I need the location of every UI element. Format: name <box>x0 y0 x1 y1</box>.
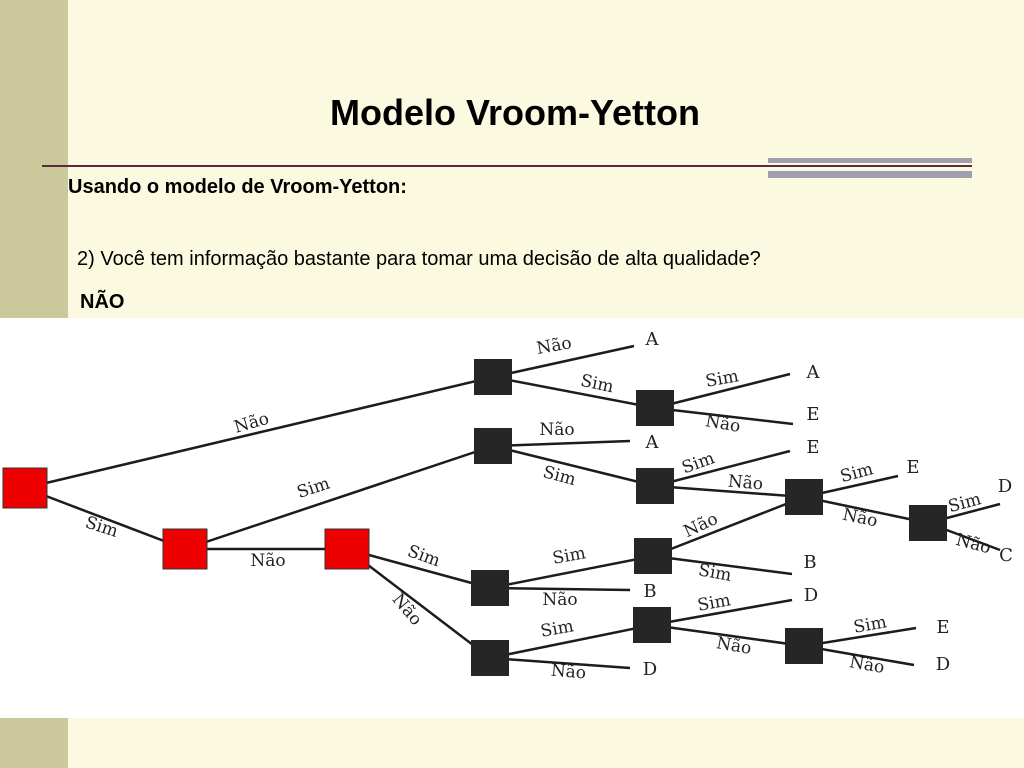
tree-node-n_right <box>909 505 947 541</box>
tree-edge-n_mid_sim_nao-n_right <box>803 495 929 525</box>
answer-text: NÃO <box>80 291 125 313</box>
tree-edge-n_mid_sim-leaf_mid_sim_e <box>654 449 791 488</box>
edge-label-n_right-leaf_d1: Sim <box>946 489 983 517</box>
tree-node-n_b_nao_sim_nao <box>785 628 823 664</box>
slide-title: Modelo Vroom-Yetton <box>329 92 700 133</box>
tree-node-n_top_sim <box>636 390 674 426</box>
leaf-outcome-leaf_mid_sim_e: E <box>806 437 819 458</box>
leaf-outcome-leaf_e3: E <box>906 457 919 478</box>
leaf-outcome-leaf_d2: D <box>804 585 818 606</box>
tree-node-n_sim1 <box>162 528 208 570</box>
tree-edge-n_nao2-n_b_sim <box>346 547 491 590</box>
edge-label-n_right-leaf_c: Não <box>954 530 993 558</box>
edge-label-n_b_nao-n_b_nao_sim: Sim <box>539 616 575 641</box>
leaf-outcome-leaf_d1: D <box>998 476 1012 497</box>
tree-edge-n_top-leaf_top_a <box>492 344 635 379</box>
tree-edge-n_top-n_top_sim <box>492 375 656 410</box>
leaf-outcome-leaf_top_a: A <box>645 329 660 350</box>
tree-edge-n_b_nao-leaf_d_bottom <box>489 656 631 670</box>
tree-node-n_top <box>474 359 512 395</box>
slide-subtitle: Usando o modelo de Vroom-Yetton: <box>68 176 407 198</box>
edge-label-n_mid_sim-leaf_mid_sim_e: Sim <box>679 448 717 478</box>
leaf-outcome-leaf_d_bottom: D <box>643 659 657 680</box>
tree-edge-n_b_nao-n_b_nao_sim <box>489 623 653 660</box>
edge-label-root-n_top: Não <box>232 409 271 438</box>
leaf-outcome-leaf_top_sim_e: E <box>806 404 819 425</box>
tree-node-n_mid_sim <box>636 468 674 504</box>
tree-edge-n_mid-leaf_mid_a <box>492 439 631 448</box>
edge-label-n_nao2-n_b_nao: Não <box>388 590 426 630</box>
rule-accent-bottom <box>768 171 972 178</box>
tree-edge-n_top_sim-leaf_top_sim_a <box>654 372 791 410</box>
tree-node-n_b_sim_sim <box>634 538 672 574</box>
edge-label-n_b_sim-n_b_sim_sim: Sim <box>551 543 587 568</box>
tree-node-n_b_nao_sim <box>633 607 671 643</box>
tree-edge-n_b_nao_sim-n_b_nao_sim_nao <box>651 623 805 648</box>
leaf-outcome-leaf_d3: D <box>936 654 950 675</box>
tree-edge-n_mid-n_mid_sim <box>492 444 656 488</box>
leaf-outcome-leaf_e4: E <box>936 617 949 638</box>
tree-edge-n_b_sim-n_b_sim_sim <box>489 554 654 590</box>
edge-label-n_mid_sim_nao-n_right: Não <box>841 505 880 532</box>
tree-node-n_b_sim <box>471 570 509 606</box>
tree-edge-root-n_top <box>24 375 494 490</box>
tree-node-n_mid_sim_nao <box>785 479 823 515</box>
tree-edge-n_top_sim-leaf_top_sim_e <box>654 406 794 426</box>
leaf-outcome-leaf_mid_a: A <box>645 432 660 453</box>
tree-node-n_nao2 <box>324 528 370 570</box>
edge-label-n_b_sim_sim-leaf_b2: Sim <box>697 560 733 585</box>
edge-label-n_b_nao-leaf_d_bottom: Não <box>550 661 587 684</box>
edge-label-n_b_sim-leaf_b1: Não <box>542 590 577 610</box>
tree-edge-n_b_sim-leaf_b1 <box>489 586 631 592</box>
title-rule <box>42 165 972 167</box>
rule-accent-top <box>768 158 972 163</box>
edge-label-n_sim1-n_mid: Sim <box>295 474 333 503</box>
edge-label-root-n_sim1: Sim <box>83 513 121 542</box>
tree-edge-n_mid_sim-n_mid_sim_nao <box>654 484 805 499</box>
tree-edge-n_sim1-n_mid <box>184 444 494 551</box>
tree-node-n_b_nao <box>471 640 509 676</box>
leaf-outcome-leaf_c: C <box>999 545 1013 566</box>
question-text: 2) Você tem informação bastante para tom… <box>77 248 761 270</box>
tree-edge-n_b_sim_sim-leaf_b2 <box>652 554 793 576</box>
leaf-outcome-leaf_b1: B <box>643 581 656 602</box>
edge-label-n_top_sim-leaf_top_sim_e: Não <box>704 411 742 437</box>
edge-label-n_mid-leaf_mid_a: Não <box>539 420 574 440</box>
edge-label-n_mid_sim-n_mid_sim_nao: Não <box>727 472 764 495</box>
tree-edge-n_b_nao_sim-leaf_d2 <box>651 598 793 627</box>
leaf-outcome-leaf_b2: B <box>803 552 816 573</box>
leaf-outcome-leaf_top_sim_a: A <box>806 362 821 383</box>
tree-edge-n_b_sim_sim-n_mid_sim_nao <box>652 495 805 558</box>
edge-label-n_sim1-n_nao2: Não <box>250 551 285 571</box>
edge-label-n_top-leaf_top_a: Não <box>535 333 573 359</box>
tree-edge-n_nao2-n_b_nao <box>346 548 491 659</box>
tree-node-root <box>2 467 48 509</box>
tree-node-n_mid <box>474 428 512 464</box>
tree-edge-root-n_sim1 <box>24 486 186 551</box>
edge-label-n_b_nao_sim_nao-leaf_d3: Não <box>848 652 886 678</box>
